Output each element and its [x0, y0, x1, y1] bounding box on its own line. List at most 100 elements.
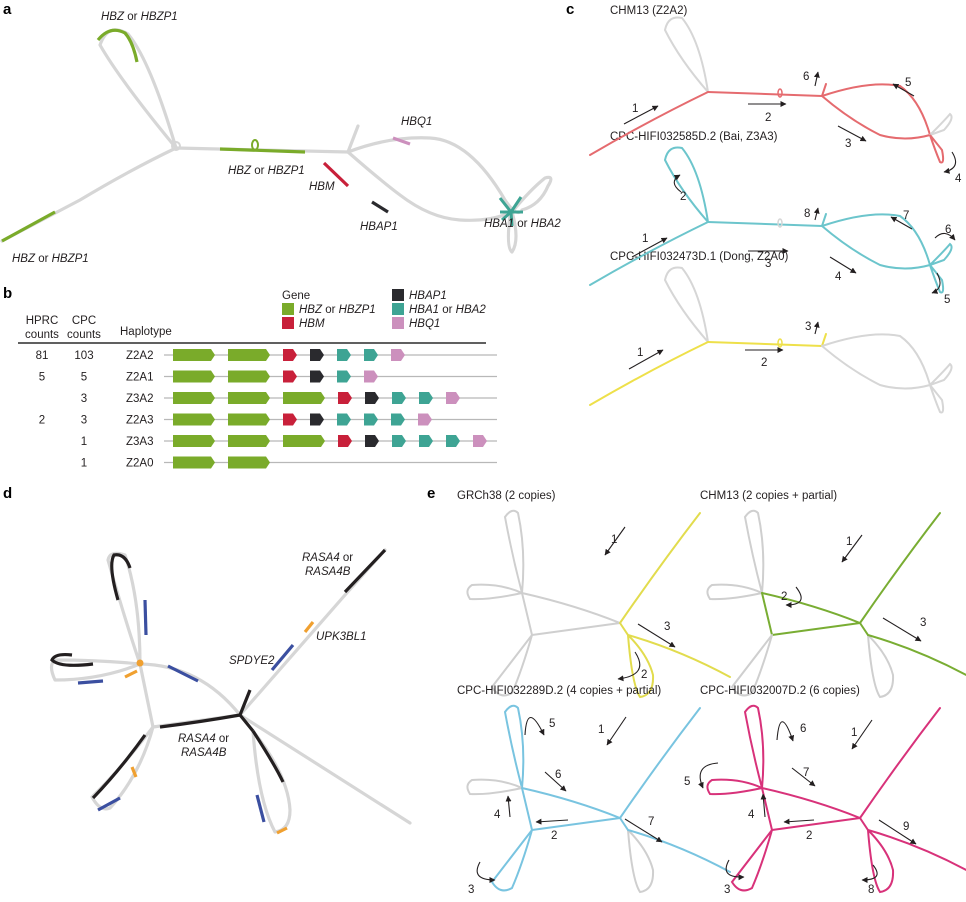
- graph-edge: [761, 592, 861, 624]
- step-arrow: [505, 795, 512, 818]
- gene-block-hba: [337, 413, 351, 426]
- step-arrow: [637, 623, 676, 648]
- graph-edge: [466, 583, 523, 601]
- panel-a-graph: [0, 28, 553, 254]
- legend-item-hba: HBA1 or HBA2: [392, 303, 486, 316]
- step-arrow-curved: [776, 721, 795, 742]
- step-arrow: [841, 534, 863, 563]
- step-arrow-curved: [861, 864, 878, 883]
- graph-edge: [761, 592, 773, 636]
- graph-edge: [730, 829, 773, 892]
- segment-hbap1: [371, 200, 389, 214]
- step-arrow: [624, 818, 663, 843]
- label-rasa4-top-2: RASA4B: [305, 566, 351, 578]
- step-number: 8: [804, 208, 810, 220]
- step-number: 3: [664, 621, 670, 633]
- gene-block-hbap1: [365, 392, 379, 404]
- step-number: 4: [748, 809, 755, 821]
- graph-edge: [521, 787, 621, 819]
- step-arrow: [783, 818, 815, 825]
- label-rasa4-center-1: RASA4 or: [178, 733, 229, 745]
- legend-label: HBM: [299, 318, 325, 330]
- gene-block-hbz: [283, 435, 325, 447]
- step-number: 4: [835, 271, 842, 283]
- step-arrow: [813, 71, 820, 87]
- graph-edge: [706, 778, 763, 796]
- gene-block-hbm: [338, 392, 352, 404]
- gene-block-hbz: [173, 392, 215, 404]
- graph-edge: [771, 622, 861, 636]
- gene-block-hba: [391, 413, 405, 426]
- graph-edge: [929, 384, 945, 414]
- label-rasa4-center-2: RASA4B: [181, 747, 227, 759]
- step-number: 2: [806, 830, 812, 842]
- segment-hbq1: [392, 136, 411, 146]
- step-arrow: [606, 716, 627, 746]
- gene-block-hba: [364, 413, 378, 426]
- gene-block-hbz: [283, 392, 325, 404]
- cell-cpc: 103: [74, 350, 93, 362]
- step-number: 5: [549, 718, 555, 730]
- panel-letter-c: c: [566, 1, 574, 18]
- step-number: 2: [765, 112, 771, 124]
- gene-block-hbq1: [391, 349, 405, 361]
- legend-swatch: [392, 289, 404, 301]
- gene-block-hbz: [228, 456, 270, 469]
- graph-title: CHM13 (2 copies + partial): [700, 490, 837, 502]
- cell-cpc: 1: [81, 436, 87, 448]
- step-number: 3: [845, 138, 851, 150]
- legend-swatch: [392, 303, 404, 315]
- step-number: 7: [648, 816, 654, 828]
- graph-edge: [771, 817, 861, 831]
- step-arrow: [813, 207, 820, 221]
- rasa4-graph: [706, 509, 966, 699]
- step-arrow: [837, 125, 867, 142]
- step-number: 6: [555, 769, 561, 781]
- graph-edge: [821, 95, 931, 140]
- gene-block-hbm: [283, 370, 297, 383]
- graph-edge: [490, 634, 533, 697]
- graph-edge: [859, 817, 966, 872]
- label-rasa4-top-1: RASA4 or: [302, 552, 353, 564]
- graph-edge: [589, 341, 709, 406]
- graph-title: CPC-HIFI032007D.2 (6 copies): [700, 685, 860, 697]
- panel-letter-e: e: [427, 485, 435, 502]
- panel-a: a HBZ or: [0, 1, 561, 265]
- graph-edge: [503, 704, 525, 789]
- legend-swatch: [282, 317, 294, 329]
- panel-e: e GRCh38 (2 copies)CHM13 (2 copies + par…: [427, 485, 966, 896]
- gene-block-hbq1: [473, 435, 487, 447]
- step-arrow-curved: [785, 586, 802, 608]
- graph-edge: [619, 817, 731, 873]
- graph-title: CPC-HIFI032585D.2 (Bai, Z3A3): [610, 131, 778, 143]
- step-number: 3: [805, 321, 811, 333]
- header-hprc-2: counts: [25, 329, 59, 341]
- step-arrow-curved: [476, 861, 496, 883]
- graph-edge: [531, 817, 621, 831]
- graph-edge: [743, 704, 765, 789]
- step-number: 1: [632, 103, 638, 115]
- rasa4-graph: [466, 509, 731, 699]
- gene-block-hba: [392, 435, 406, 447]
- graph-edge: [821, 213, 931, 266]
- cell-cpc: 3: [81, 415, 87, 427]
- gene-block-hbz: [173, 370, 215, 383]
- gene-block-hbz: [228, 435, 270, 447]
- step-arrow: [628, 349, 664, 370]
- step-arrow-curved: [934, 232, 956, 241]
- legend-item-hbq1: HBQ1: [392, 317, 440, 330]
- cell-haplotype: Z2A0: [126, 458, 154, 470]
- graph-edge: [707, 221, 823, 227]
- cell-haplotype: Z3A2: [126, 393, 154, 405]
- gene-block-hbq1: [446, 392, 460, 404]
- legend-title: Gene: [282, 290, 310, 302]
- legend-item-hbm: HBM: [282, 317, 325, 330]
- step-number: 1: [642, 233, 648, 245]
- graph-edge: [589, 91, 709, 156]
- segment-spdye2: [270, 643, 295, 672]
